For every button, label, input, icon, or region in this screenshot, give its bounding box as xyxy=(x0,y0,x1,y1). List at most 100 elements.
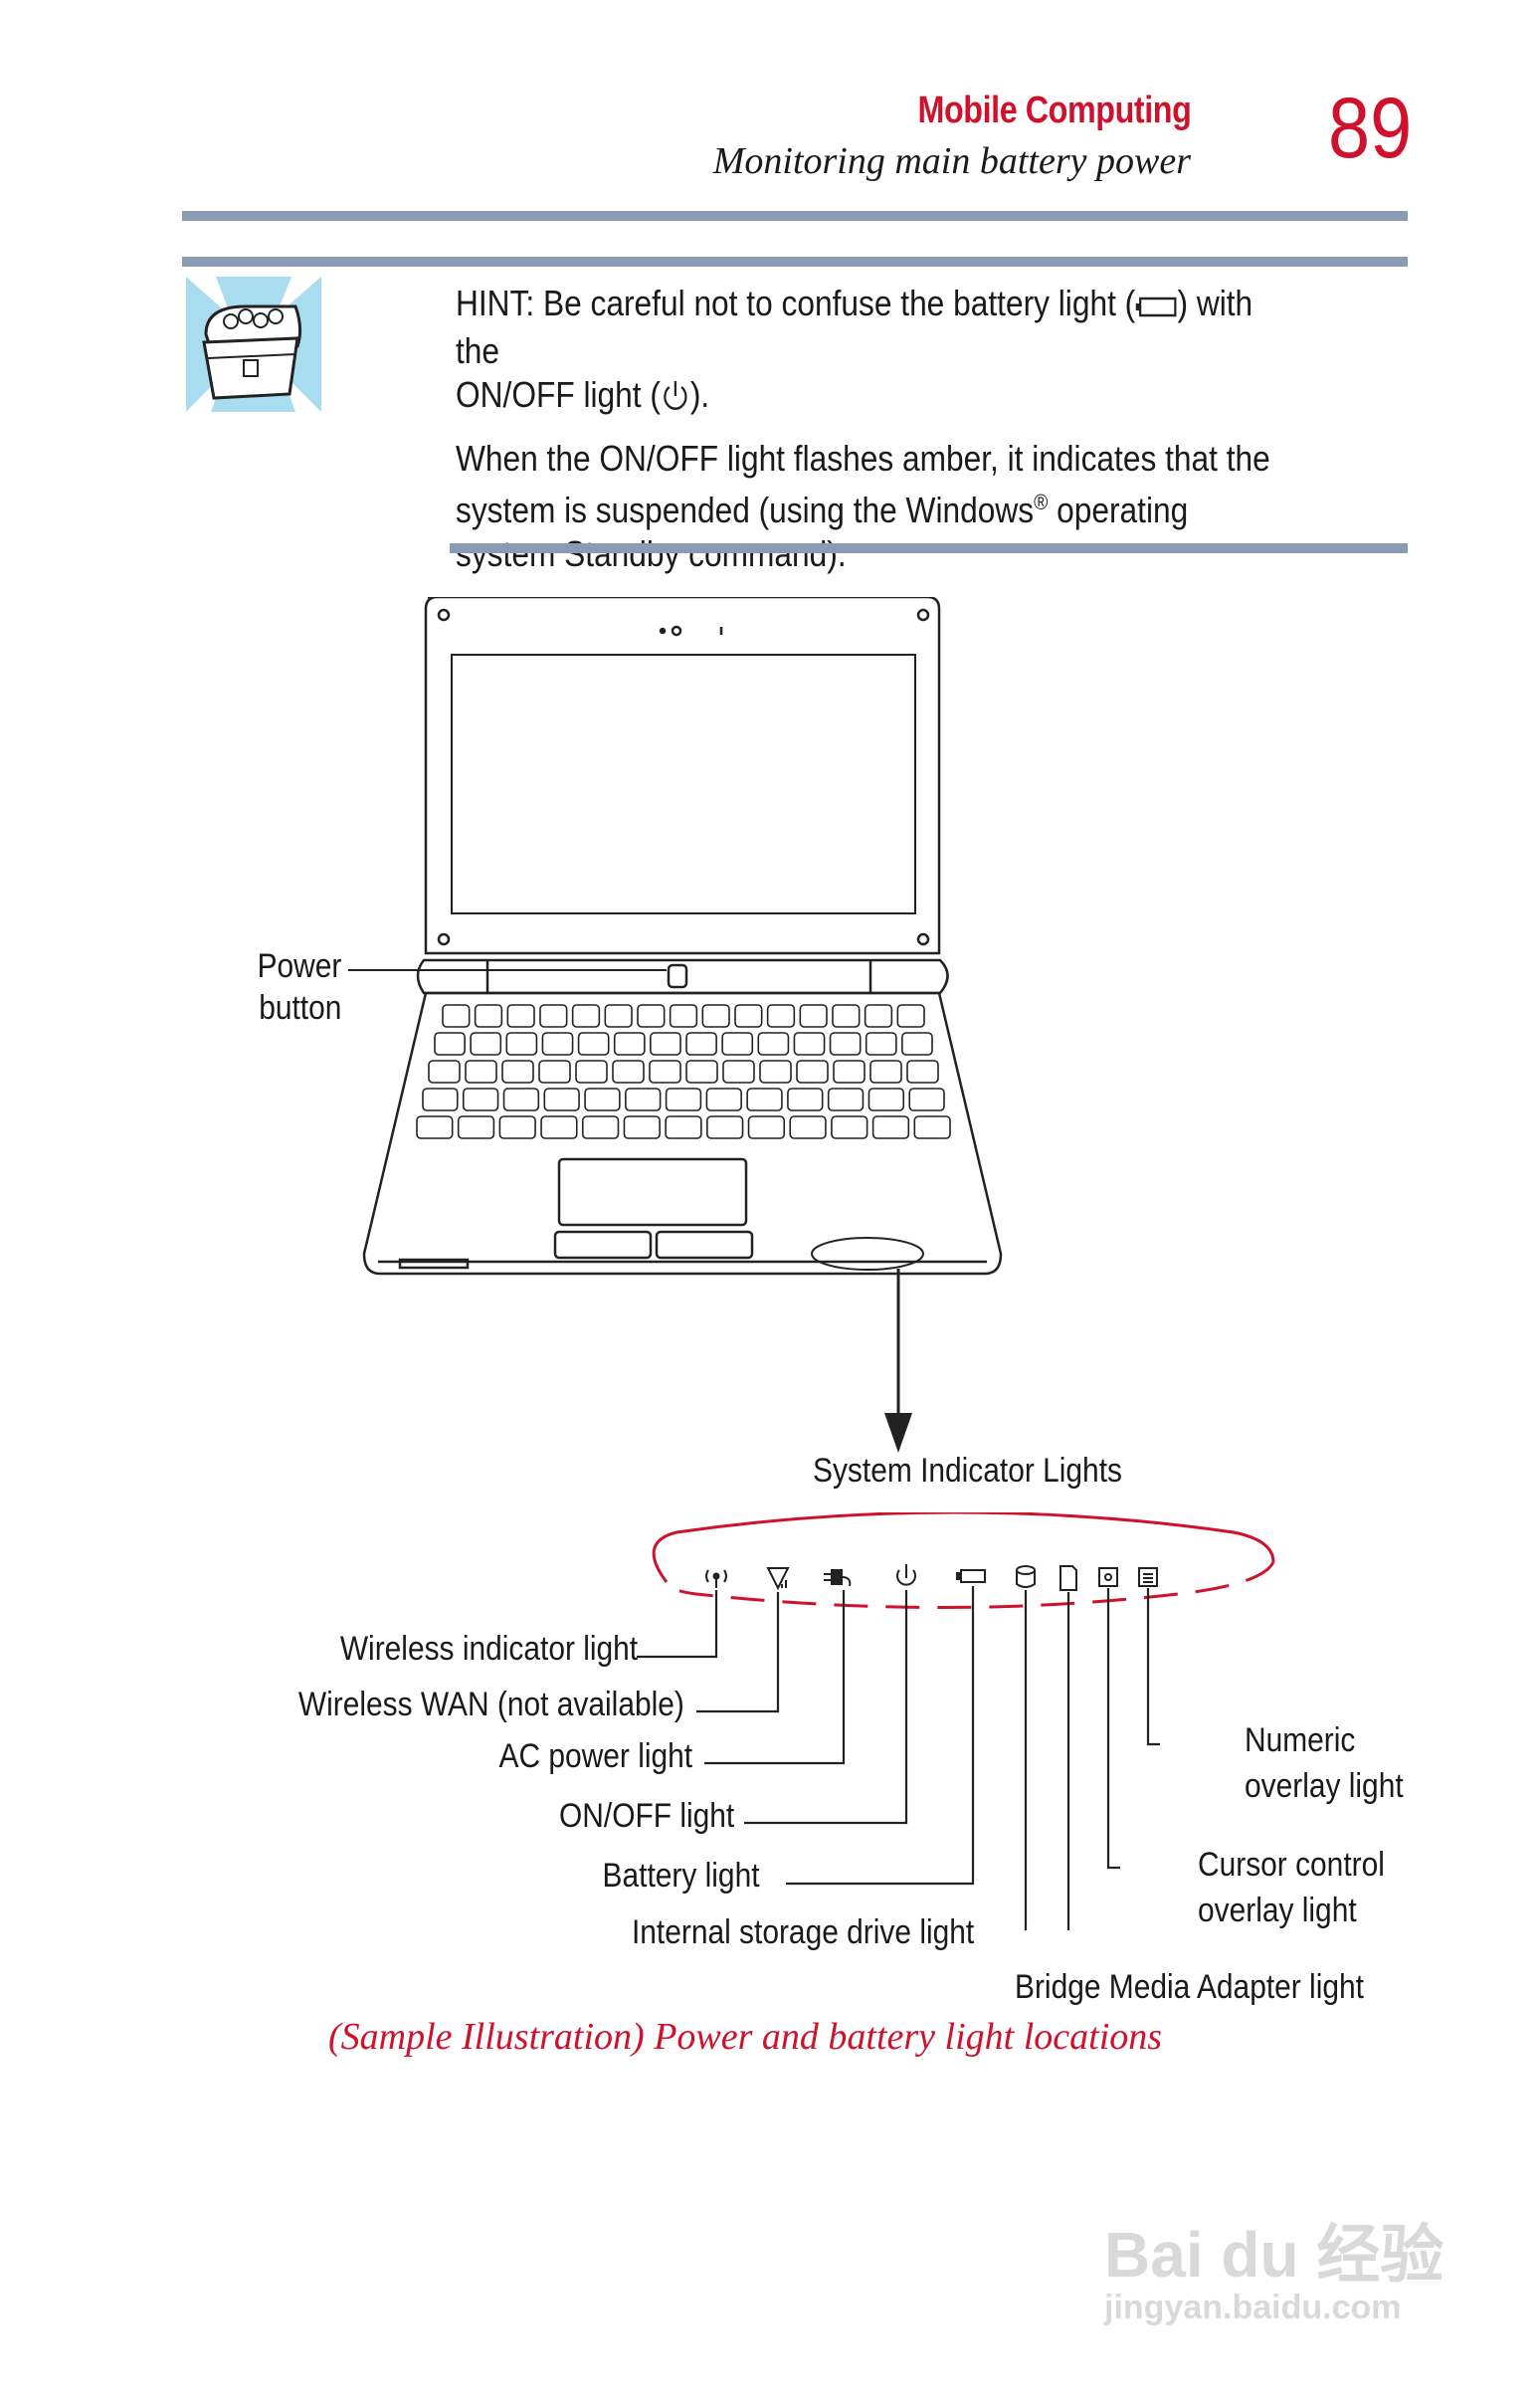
keyboard-key xyxy=(474,1004,503,1028)
keyboard-key xyxy=(650,1032,681,1056)
hint-line1-start: HINT: Be careful not to confuse the batt… xyxy=(456,283,1136,323)
keyboard-key xyxy=(506,1004,535,1028)
keyboard-key xyxy=(665,1115,702,1139)
keyboard-key xyxy=(571,1004,601,1028)
keyboard-key xyxy=(604,1004,633,1028)
hint-para2-start: When the ON/OFF light flashes amber, it … xyxy=(456,438,1270,530)
keyboard-key xyxy=(869,1060,902,1084)
keyboard-key xyxy=(623,1115,661,1139)
keyboard-key xyxy=(913,1115,951,1139)
hint-line1-end: ) with the xyxy=(456,283,1253,371)
power-button-label: Power button xyxy=(257,945,341,1029)
registered-mark: ® xyxy=(1034,490,1049,514)
keyboard-key xyxy=(462,1088,499,1111)
power-button-label-line2: button xyxy=(258,989,341,1027)
keyboard-key xyxy=(766,1004,796,1028)
label-wireless: Wireless indicator light xyxy=(339,1630,638,1668)
subsection-title: Monitoring main battery power xyxy=(712,140,1191,182)
hint-paragraph-2: When the ON/OFF light flashes amber, it … xyxy=(456,437,1296,576)
keyboard-key xyxy=(457,1115,495,1139)
hint-paragraph-1: HINT: Be careful not to confuse the batt… xyxy=(456,282,1296,423)
label-storage: Internal storage drive light xyxy=(631,1913,974,1951)
keyboard-key xyxy=(470,1032,502,1056)
hint-line2-end: ). xyxy=(689,374,710,415)
keyboard-key xyxy=(799,1004,828,1028)
keyboard-key xyxy=(833,1060,866,1084)
indicator-detail xyxy=(635,1510,1283,1970)
keyboard-key xyxy=(543,1088,580,1111)
keyboard-key xyxy=(538,1060,571,1084)
keyboard-key xyxy=(796,1060,829,1084)
keyboard-key xyxy=(434,1032,466,1056)
power-icon xyxy=(661,379,690,423)
power-button-leader xyxy=(348,969,667,971)
keyboard-key xyxy=(428,1060,461,1084)
keyboard-key xyxy=(906,1060,939,1084)
keyboard-key xyxy=(649,1060,681,1084)
keyboard-key xyxy=(734,1004,763,1028)
keyboard-key xyxy=(575,1060,608,1084)
keyboard-key xyxy=(669,1004,698,1028)
keyboard-key xyxy=(867,1088,905,1111)
keyboard-key xyxy=(581,1115,620,1139)
baidu-watermark-url: jingyan.baidu.com xyxy=(1104,2289,1402,2326)
keyboard-key xyxy=(539,1004,568,1028)
label-cursor-line2: overlay light xyxy=(1198,1892,1357,1929)
keyboard-key xyxy=(746,1088,783,1111)
keyboard-key xyxy=(501,1060,534,1084)
keyboard-key xyxy=(747,1115,786,1139)
keyboard-key xyxy=(685,1032,717,1056)
keyboard-key xyxy=(757,1032,790,1056)
keyboard-key xyxy=(864,1004,893,1028)
hint-para2-end: operating system Standby command). xyxy=(456,490,1189,574)
keyboard-key xyxy=(789,1115,827,1139)
keyboard-key xyxy=(577,1032,610,1056)
treasure-chest-icon xyxy=(186,277,321,412)
hint-line2-start: ON/OFF light ( xyxy=(456,374,661,415)
keyboard-key xyxy=(416,1115,454,1139)
arrow-down-icon xyxy=(878,1269,918,1458)
baidu-watermark-logo: Bai du 经验 xyxy=(1104,2219,1444,2291)
keyboard-key xyxy=(613,1032,646,1056)
page-number: 89 xyxy=(1328,81,1413,176)
keyboard-key xyxy=(722,1060,755,1084)
battery-icon xyxy=(1135,286,1177,329)
power-button-label-line1: Power xyxy=(257,947,341,985)
keyboard-key xyxy=(706,1115,744,1139)
keyboard-key xyxy=(871,1115,910,1139)
keyboard-key xyxy=(832,1004,861,1028)
keyboard-key xyxy=(465,1060,497,1084)
figure-caption: (Sample Illustration) Power and battery … xyxy=(328,2016,1163,2058)
keyboard-key xyxy=(584,1088,621,1111)
label-battery: Battery light xyxy=(603,1857,760,1895)
keyboard-key xyxy=(901,1032,933,1056)
keyboard-key xyxy=(759,1060,792,1084)
keyboard-key xyxy=(540,1115,578,1139)
keyboard-key xyxy=(908,1088,945,1111)
keyboard-key xyxy=(865,1032,897,1056)
keyboard-key xyxy=(685,1060,718,1084)
keyboard-key xyxy=(831,1115,868,1139)
section-title: Mobile Computing xyxy=(917,90,1191,131)
keyboard-key xyxy=(896,1004,925,1028)
keyboard-key xyxy=(612,1060,645,1084)
system-indicator-title: System Indicator Lights xyxy=(813,1452,1122,1490)
keyboard-key xyxy=(502,1088,540,1111)
keyboard-key xyxy=(422,1088,459,1111)
laptop-illustration xyxy=(328,595,1045,1284)
hint-top-rule xyxy=(182,257,1408,267)
keyboard-key xyxy=(701,1004,730,1028)
keyboard-key xyxy=(827,1088,865,1111)
keyboard-key xyxy=(541,1032,574,1056)
keyboard-key xyxy=(625,1088,662,1111)
keyboard-key xyxy=(721,1032,754,1056)
label-wwan: Wireless WAN (not available) xyxy=(298,1686,684,1723)
keyboard-key xyxy=(705,1088,742,1111)
keyboard-key xyxy=(442,1004,471,1028)
label-onoff: ON/OFF light xyxy=(558,1797,734,1835)
label-numeric-line1: Numeric xyxy=(1245,1721,1356,1759)
label-numeric-line2: overlay light xyxy=(1245,1767,1404,1805)
keyboard-key xyxy=(793,1032,826,1056)
label-cursor-line1: Cursor control xyxy=(1198,1846,1385,1884)
hint-bottom-rule xyxy=(450,543,1408,553)
